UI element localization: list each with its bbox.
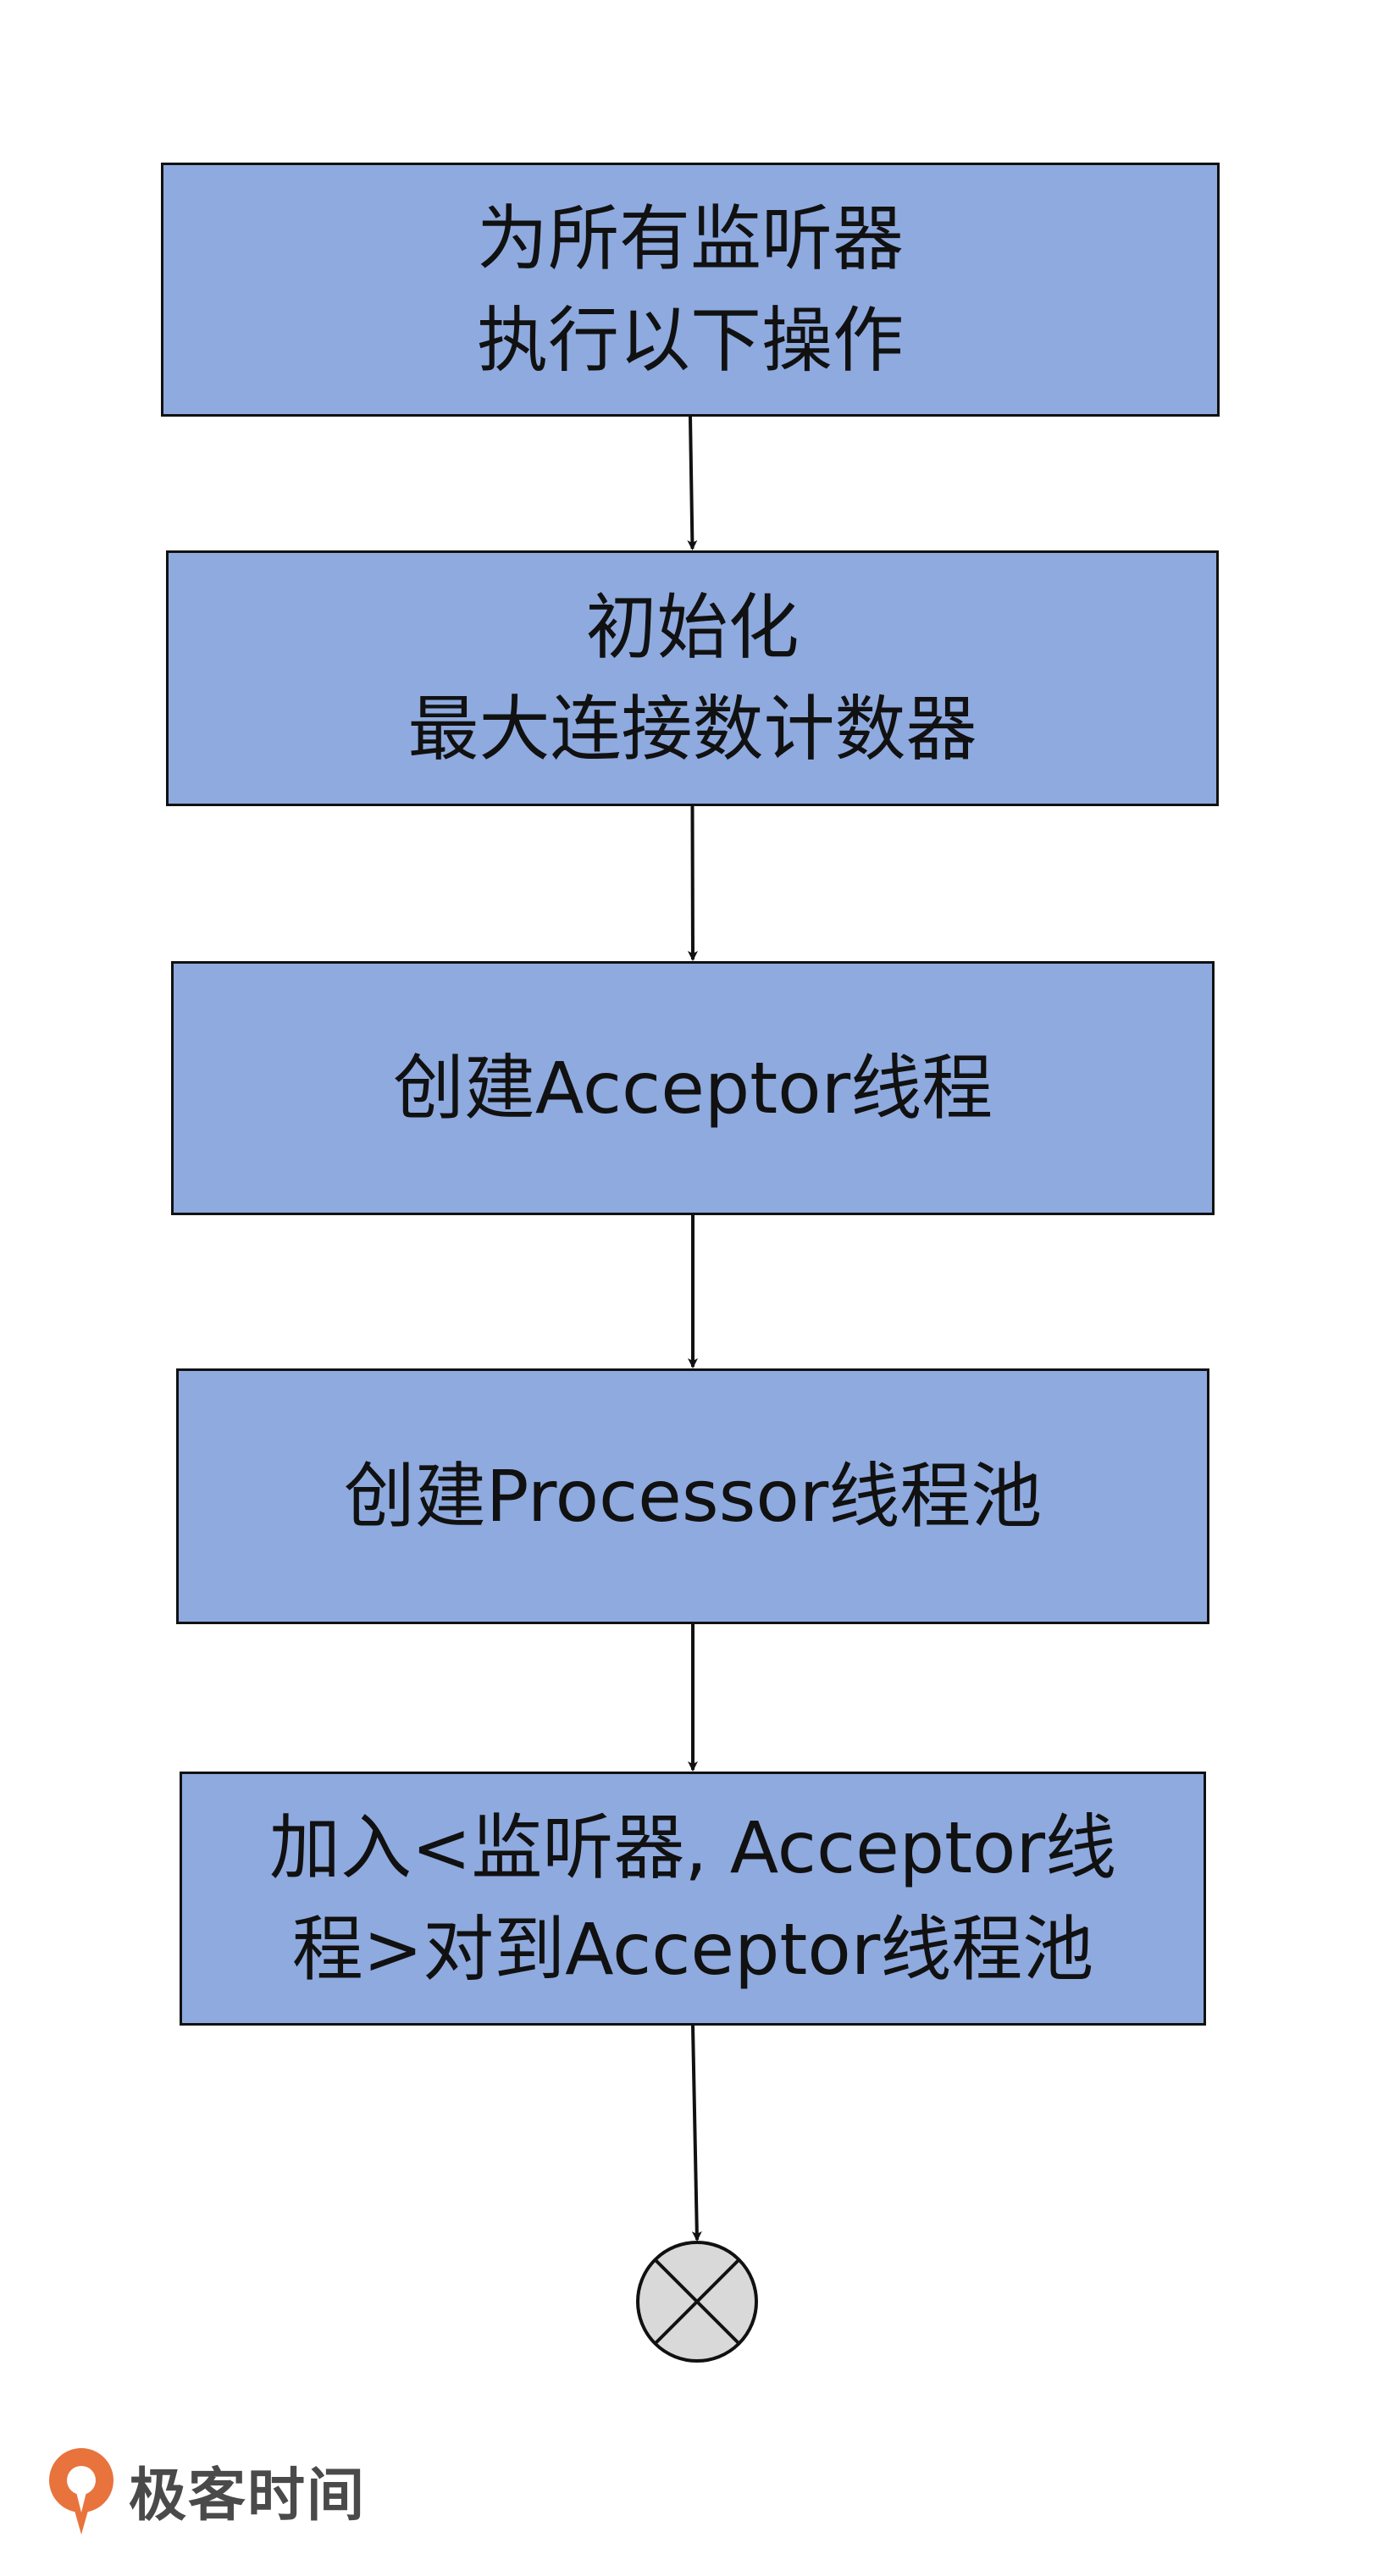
step-box-3: 创建Acceptor线程 [171, 961, 1215, 1215]
connector-arrow-2 [687, 805, 698, 961]
step-box-4: 创建Processor线程池 [176, 1368, 1209, 1624]
connector-arrow-1 [687, 416, 698, 550]
step-box-2: 初始化最大连接数计数器 [166, 550, 1219, 806]
connector-group [687, 416, 702, 2242]
geektime-logo: 极客时间 [42, 2439, 366, 2540]
step-1-line-1: 为所有监听器 [476, 197, 904, 280]
geektime-logo-icon [49, 2448, 113, 2535]
step-2-line-1: 初始化 [585, 586, 800, 669]
end-cross-line-2 [654, 2258, 740, 2345]
step-1-line-2: 执行以下操作 [476, 299, 904, 382]
step-box-5: 加入<监听器, Acceptor线程>对到Acceptor线程池 [180, 1772, 1206, 2026]
step-box-1: 为所有监听器执行以下操作 [161, 163, 1220, 417]
logo-text: 极客时间 [129, 2462, 367, 2529]
step-4-line-1: 创建Processor线程池 [343, 1455, 1043, 1538]
step-2-line-2: 最大连接数计数器 [407, 688, 977, 771]
connector-arrow-5 [691, 2025, 702, 2242]
step-5-line-1: 加入<监听器, Acceptor线 [268, 1806, 1116, 1889]
step-3-line-1: 创建Acceptor线程 [392, 1047, 993, 1130]
step-5-line-2: 程>对到Acceptor线程池 [291, 1908, 1094, 1991]
end-node [636, 2241, 758, 2363]
